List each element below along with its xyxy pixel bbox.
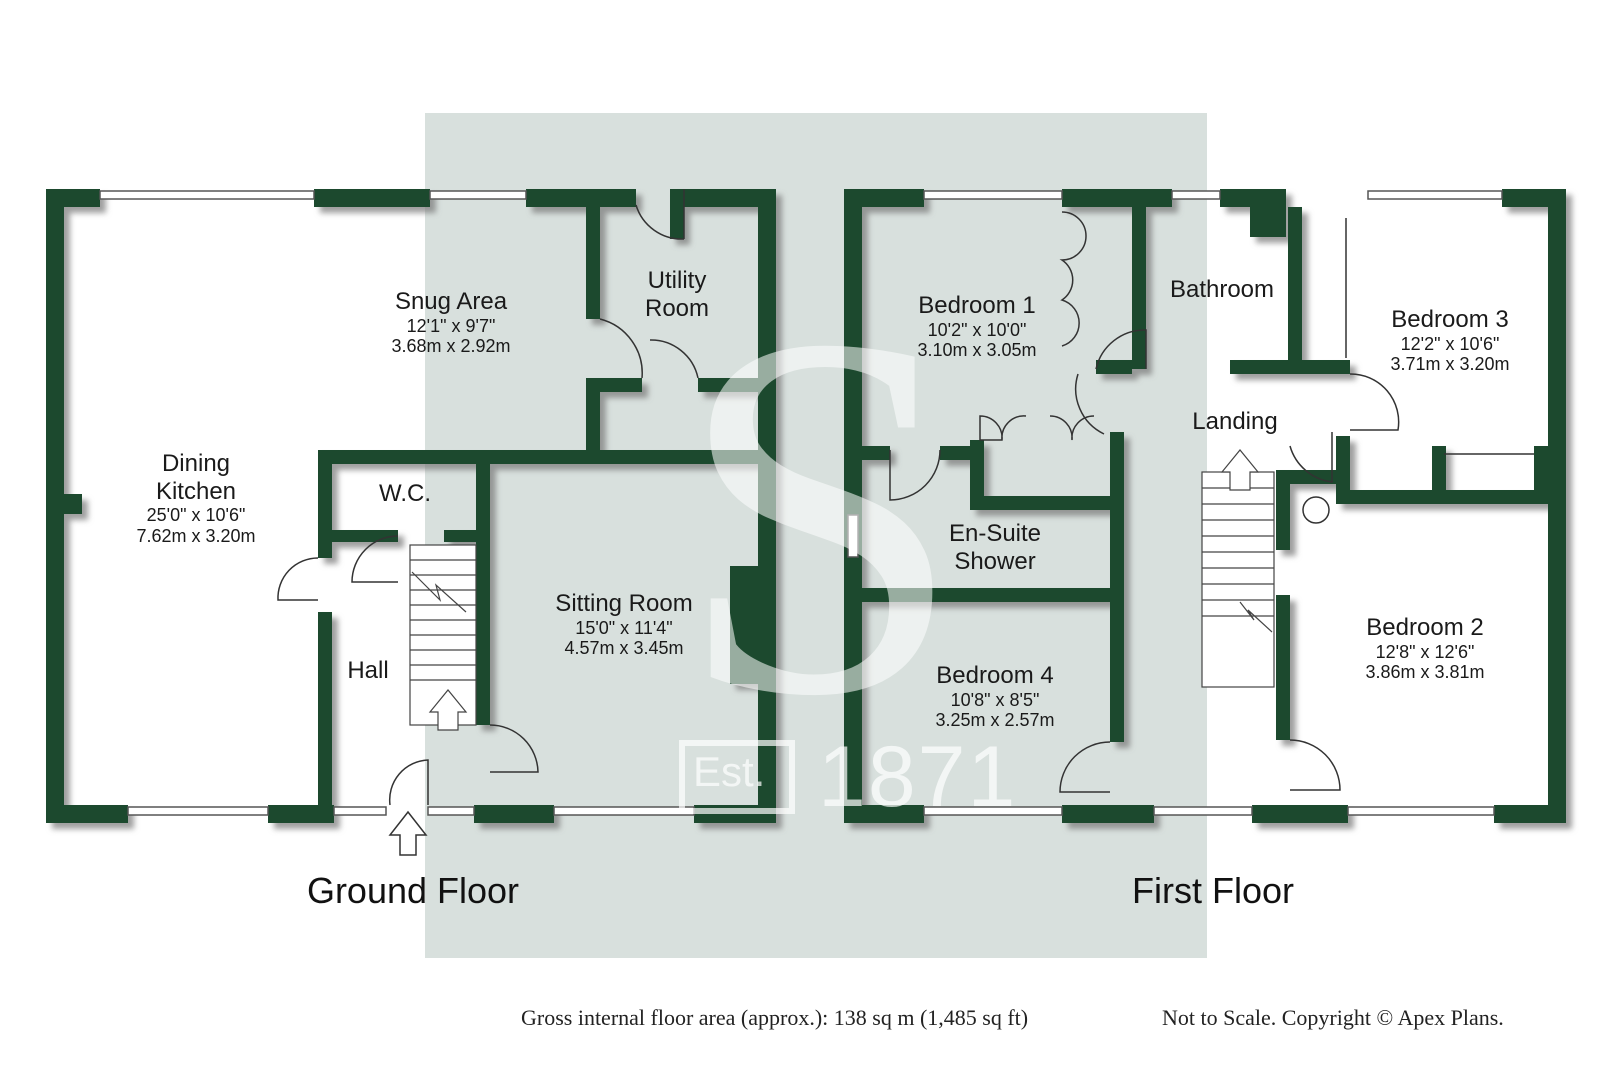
ground-floor-title: Ground Floor: [306, 870, 520, 911]
room-name: Kitchen: [155, 477, 237, 505]
room-bedroom-1: Bedroom 1 10'2" x 10'0" 3.10m x 3.05m: [917, 292, 1036, 361]
first-floor-title: First Floor: [1132, 870, 1294, 911]
room-dining-kitchen: Dining Kitchen 25'0" x 10'6" 7.62m x 3.2…: [136, 450, 255, 547]
room-name: Dining: [161, 450, 231, 477]
first-floor-doors: [889, 211, 1534, 793]
room-dimension-imperial: 10'8" x 8'5": [950, 689, 1040, 710]
room-wc: W.C.: [379, 480, 431, 508]
copyright-note: Not to Scale. Copyright © Apex Plans.: [1162, 1005, 1504, 1030]
room-bedroom-3: Bedroom 3 12'2" x 10'6" 3.71m x 3.20m: [1390, 306, 1509, 375]
room-name: Hall: [347, 657, 389, 684]
ground-floor-stairs: [409, 544, 477, 731]
ground-floor-windows: [99, 190, 695, 816]
room-dimension-imperial: 12'1" x 9'7": [406, 315, 496, 336]
room-dimension-metric: 3.68m x 2.92m: [391, 336, 511, 357]
room-name: Bedroom 4: [936, 662, 1054, 689]
gross-floor-area-note: Gross internal floor area (approx.): 138…: [521, 1005, 1029, 1030]
watermark-est-label: Est.: [693, 748, 766, 795]
room-name: Bedroom 3: [1391, 306, 1509, 333]
room-name: Room: [644, 294, 710, 322]
room-dimension-imperial: 10'2" x 10'0": [927, 319, 1027, 340]
watermark-letter: S: [675, 228, 964, 803]
room-dimension-metric: 3.25m x 2.57m: [935, 710, 1055, 731]
room-bedroom-4: Bedroom 4 10'8" x 8'5" 3.25m x 2.57m: [935, 662, 1054, 731]
room-dimension-metric: 3.10m x 3.05m: [917, 340, 1037, 361]
room-bathroom: Bathroom: [1170, 276, 1274, 304]
room-dimension-metric: 7.62m x 3.20m: [136, 525, 256, 546]
ground-floor-doors: [277, 189, 699, 806]
room-name: Sitting Room: [555, 590, 693, 617]
room-name: W.C.: [379, 480, 431, 507]
room-dimension-imperial: 15'0" x 11'4": [575, 617, 673, 638]
room-name: En-Suite: [948, 520, 1042, 547]
entrance-arrow-icon: [388, 810, 428, 856]
room-name: Bedroom 2: [1366, 614, 1484, 641]
airing-cupboard-tank-icon: [1302, 496, 1330, 524]
room-name: Shower: [954, 547, 1036, 575]
room-snug-area: Snug Area 12'1" x 9'7" 3.68m x 2.92m: [391, 288, 510, 357]
room-dimension-imperial: 25'0" x 10'6": [146, 505, 246, 526]
watermark-est-box: [679, 740, 795, 814]
room-name: Utility: [647, 267, 707, 294]
room-dimension-metric: 3.86m x 3.81m: [1365, 662, 1485, 683]
first-floor-windows: [847, 190, 1503, 816]
ground-floor-walls: [46, 189, 776, 823]
first-floor-stairs: [1201, 449, 1275, 688]
room-dimension-imperial: 12'2" x 10'6": [1400, 333, 1500, 354]
room-name: Bathroom: [1169, 276, 1275, 303]
first-floor-walls: [844, 189, 1566, 823]
room-utility-room: Utility Room: [645, 267, 709, 322]
room-name: Snug Area: [394, 288, 508, 315]
room-hall: Hall: [347, 657, 388, 685]
room-bedroom-2: Bedroom 2 12'8" x 12'6" 3.86m x 3.81m: [1365, 614, 1484, 683]
room-dimension-imperial: 12'8" x 12'6": [1375, 641, 1475, 662]
watermark-est-year: 1871: [818, 729, 1018, 825]
room-en-suite-shower: En-Suite Shower: [949, 520, 1041, 575]
room-dimension-metric: 3.71m x 3.20m: [1390, 354, 1510, 375]
room-landing: Landing: [1192, 408, 1277, 436]
room-sitting-room: Sitting Room 15'0" x 11'4" 4.57m x 3.45m: [555, 590, 692, 659]
room-name: Bedroom 1: [918, 292, 1036, 319]
room-name: Landing: [1192, 408, 1278, 435]
room-dimension-metric: 4.57m x 3.45m: [564, 638, 684, 659]
